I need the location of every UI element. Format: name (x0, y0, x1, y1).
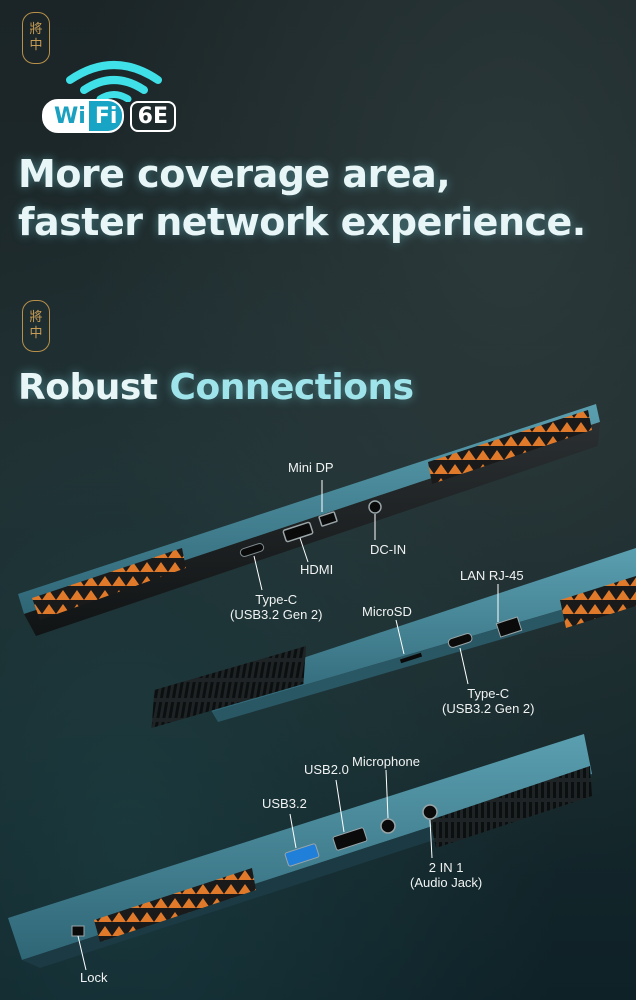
seal-glyph: 中 (29, 326, 43, 341)
headline-line-2: faster network experience. (18, 200, 586, 244)
seal-glyph: 中 (29, 38, 43, 53)
laptop-right-side-view (151, 548, 636, 728)
label-audio-jack-name: 2 IN 1 (428, 860, 464, 875)
laptop-rear-view (18, 404, 600, 636)
wifi-6e-text: 6E (129, 100, 176, 132)
wifi-wi-text: Wi (44, 103, 89, 129)
label-audio-jack-spec: (Audio Jack) (410, 875, 483, 890)
laptop-left-side-view (8, 734, 592, 971)
label-rear-type-c-spec: (USB3.2 Gen 2) (230, 607, 323, 622)
label-right-type-c-spec: (USB3.2 Gen 2) (442, 701, 535, 716)
wifi-fi-text: Fi (88, 101, 122, 131)
label-hdmi: HDMI (300, 562, 334, 577)
section-title-word-1: Robust (18, 367, 158, 408)
label-right-type-c: Type-C (USB3.2 Gen 2) (442, 686, 535, 716)
seal-glyph: 將 (29, 310, 43, 325)
wifi-pill: Wi Fi (42, 99, 124, 133)
label-mini-dp: Mini DP (288, 460, 334, 475)
label-dc-in: DC-IN (370, 542, 407, 557)
label-audio-jack: 2 IN 1 (Audio Jack) (410, 860, 482, 890)
section-title: Robust Connections (18, 364, 414, 412)
label-microsd: MicroSD (362, 604, 412, 619)
wifi-badge: Wi Fi 6E (42, 99, 176, 133)
label-rear-type-c-name: Type-C (255, 592, 298, 607)
label-lan-rj45: LAN RJ-45 (460, 568, 524, 583)
label-lock: Lock (80, 970, 108, 985)
label-usb32: USB3.2 (262, 796, 307, 811)
seal-logo-top: 將 中 (22, 12, 50, 64)
wifi-6e-logo: Wi Fi 6E (42, 58, 178, 136)
label-usb20: USB2.0 (304, 762, 349, 777)
seal-glyph: 將 (29, 22, 43, 37)
seal-logo-middle: 將 中 (22, 300, 50, 352)
headline: More coverage area, faster network exper… (18, 150, 586, 246)
headline-line-1: More coverage area, (18, 152, 451, 196)
label-rear-type-c: Type-C (USB3.2 Gen 2) (230, 592, 323, 622)
label-microphone: Microphone (352, 754, 420, 769)
section-title-word-2: Connections (169, 367, 415, 408)
wifi-signal-icon (66, 61, 162, 102)
label-right-type-c-name: Type-C (467, 686, 510, 701)
